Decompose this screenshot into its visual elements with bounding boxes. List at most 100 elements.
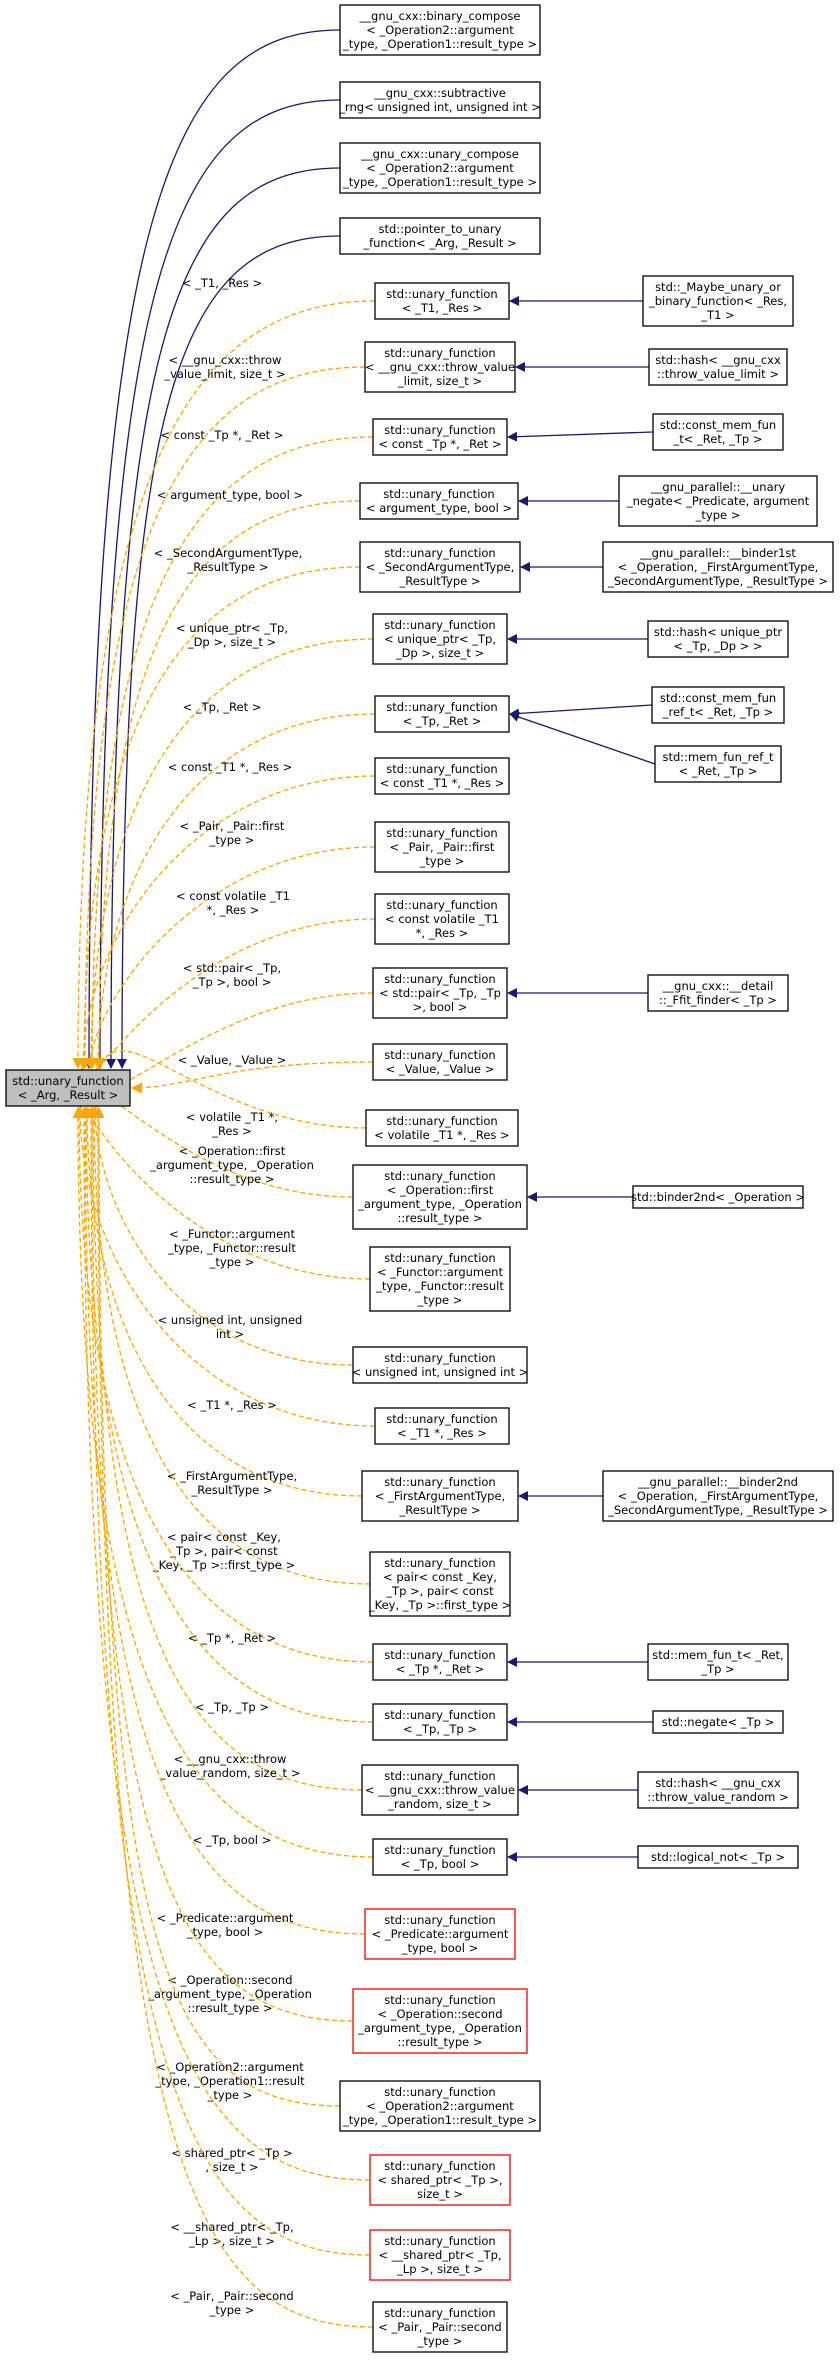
node-box [602, 541, 834, 593]
instantiation-node-24[interactable]: std::unary_function< _Operation::second_… [352, 1988, 528, 2054]
instantiation-node-13[interactable]: std::unary_function< _Operation::first_a… [352, 1164, 528, 1230]
derived-node-top-2[interactable]: __gnu_cxx::unary_compose< _Operation2::a… [339, 142, 541, 194]
edge-label-line: < _SecondArgumentType, [154, 546, 303, 560]
derived-node-top-3[interactable]: std::pointer_to_unary_function< _Arg, _R… [339, 217, 541, 255]
derived-node-14[interactable]: std::logical_not< _Tp > [637, 1845, 799, 1869]
node-text-line: std::logical_not< _Tp > [651, 1850, 785, 1864]
node-text-line: < _Tp *, _Ret > [396, 1662, 484, 1676]
node-text-line: size_t > [417, 2187, 463, 2201]
node-text-line: < pair< const _Key, [383, 1570, 497, 1584]
template-edge [82, 1106, 371, 1280]
instantiation-node-5[interactable]: std::unary_function< unique_ptr< _Tp,_Dp… [372, 613, 508, 665]
node-box [365, 1109, 519, 1147]
edge-label-line: _value_random, size_t > [159, 1766, 301, 1780]
edge-label-line: *, _Res > [207, 903, 260, 917]
instantiation-node-26[interactable]: std::unary_function< shared_ptr< _Tp >,s… [369, 2154, 511, 2206]
node-text-line: _ResultType > [399, 1503, 481, 1517]
edge-label-line: _value_limit, size_t > [163, 367, 285, 381]
edge-label: < _Operation2::argument_type, _Operation… [154, 2060, 305, 2102]
derived-node-1[interactable]: std::hash< __gnu_cxx::throw_value_limit … [648, 348, 788, 386]
edge-label-line: _ResultType > [187, 560, 269, 574]
derived-node-11[interactable]: std::mem_fun_t< _Ret,_Tp > [647, 1643, 789, 1681]
inheritance-edge [509, 704, 653, 719]
instantiation-node-7[interactable]: std::unary_function< const _T1 *, _Res > [374, 757, 510, 795]
derived-node-13[interactable]: std::hash< __gnu_cxx::throw_value_random… [637, 1771, 799, 1809]
node-text-line: _t< _Ret, _Tp > [672, 432, 762, 446]
derived-node-5[interactable]: std::hash< unique_ptr< _Tp, _Dp > > [647, 620, 789, 658]
node-box [339, 2080, 541, 2132]
edge-label-line: _argument_type, _Operation [149, 1158, 314, 1172]
instantiation-node-16[interactable]: std::unary_function< _T1 *, _Res > [374, 1407, 510, 1445]
node-box [374, 893, 510, 945]
instantiation-node-11[interactable]: std::unary_function< _Value, _Value > [372, 1043, 508, 1081]
node-text-line: < _Operation, _FirstArgumentType, [618, 1489, 819, 1503]
instantiation-node-17[interactable]: std::unary_function< _FirstArgumentType,… [361, 1470, 519, 1522]
derived-node-2[interactable]: std::const_mem_fun_t< _Ret, _Tp > [652, 413, 784, 451]
derived-node-7[interactable]: std::mem_fun_ref_t< _Ret, _Tp > [654, 745, 782, 783]
node-text-line: < __gnu_cxx::throw_value [365, 360, 515, 374]
instantiation-node-23[interactable]: std::unary_function< _Predicate::argumen… [364, 1908, 516, 1960]
edge-label-line: _type > [207, 2088, 253, 2102]
instantiation-node-27[interactable]: std::unary_function< __shared_ptr< _Tp,_… [369, 2229, 511, 2281]
edge-label: < const volatile _T1*, _Res > [176, 889, 290, 917]
instantiation-node-19[interactable]: std::unary_function< _Tp *, _Ret > [372, 1643, 508, 1681]
edge-label-line: < std::pair< _Tp, [183, 961, 281, 975]
edge-label-line: < _Pair, _Pair::first [180, 819, 285, 833]
derived-node-10[interactable]: __gnu_parallel::__binder2nd< _Operation,… [602, 1470, 834, 1522]
derived-node-8[interactable]: __gnu_cxx::__detail::_Ffit_finder< _Tp > [647, 974, 789, 1012]
node-text-line: ::result_type > [397, 1211, 482, 1225]
instantiation-node-15[interactable]: std::unary_function< unsigned int, unsig… [352, 1346, 529, 1384]
node-text-line: std::pointer_to_unary [379, 222, 502, 236]
instantiation-node-3[interactable]: std::unary_function< argument_type, bool… [359, 482, 519, 520]
node-text-line: std::const_mem_fun [660, 691, 776, 705]
node-text-line: _binary_function< _Res, [648, 294, 787, 308]
instantiation-node-0[interactable]: std::unary_function< _T1, _Res > [374, 282, 510, 320]
template-edge [75, 1089, 354, 1198]
instantiation-node-18[interactable]: std::unary_function< pair< const _Key,_T… [368, 1551, 511, 1617]
node-box [372, 1838, 508, 1876]
node-text-line: _ref_t< _Ret, _Tp > [662, 705, 773, 719]
derived-node-4[interactable]: __gnu_parallel::__binder1st< _Operation,… [602, 541, 834, 593]
instantiation-node-12[interactable]: std::unary_function< volatile _T1 *, _Re… [365, 1109, 519, 1147]
instantiation-node-21[interactable]: std::unary_function< __gnu_cxx::throw_va… [361, 1764, 519, 1816]
derived-node-top-0[interactable]: __gnu_cxx::binary_compose< _Operation2::… [339, 4, 541, 56]
instantiation-node-1[interactable]: std::unary_function< __gnu_cxx::throw_va… [364, 341, 516, 393]
instantiation-node-28[interactable]: std::unary_function< _Pair, _Pair::secon… [372, 2301, 508, 2353]
node-text-line: std::unary_function [384, 1251, 495, 1265]
derived-node-6[interactable]: std::const_mem_fun_ref_t< _Ret, _Tp > [651, 686, 785, 724]
edge-label-line: < const _T1 *, _Res > [168, 760, 292, 774]
instantiation-node-25[interactable]: std::unary_function< _Operation2::argume… [339, 2080, 541, 2132]
derived-node-top-1[interactable]: __gnu_cxx::subtractive_rng< unsigned int… [338, 81, 541, 119]
node-text-line: std::unary_function [12, 1074, 123, 1088]
instantiation-node-2[interactable]: std::unary_function< const _Tp *, _Ret > [372, 418, 508, 456]
instantiation-node-10[interactable]: std::unary_function< std::pair< _Tp, _Tp… [372, 967, 508, 1019]
node-text-line: std::unary_function [386, 826, 497, 840]
edge-label-line: < _Tp, _Ret > [183, 700, 262, 714]
node-text-line: _rng< unsigned int, unsigned int > [338, 100, 541, 114]
edge-label: < _Functor::argument_type, _Functor::res… [167, 1227, 296, 1269]
instantiation-node-14[interactable]: std::unary_function< _Functor::argument_… [369, 1246, 511, 1312]
instantiation-node-8[interactable]: std::unary_function< _Pair, _Pair::first… [374, 821, 510, 873]
instantiation-node-22[interactable]: std::unary_function< _Tp, bool > [372, 1838, 508, 1876]
derived-node-0[interactable]: std::_Maybe_unary_or_binary_function< _R… [642, 275, 794, 327]
node-text-line: std::unary_function [386, 287, 497, 301]
instantiation-node-9[interactable]: std::unary_function< const volatile _T1*… [374, 893, 510, 945]
template-edge [86, 436, 374, 1070]
instantiation-node-6[interactable]: std::unary_function< _Tp, _Ret > [374, 695, 510, 733]
node-text-line: < _Pair, _Pair::first [390, 840, 495, 854]
template-edge [77, 775, 376, 1070]
node-text-line: < _Tp, _Dp > > [673, 639, 762, 653]
derived-node-12[interactable]: std::negate< _Tp > [652, 1710, 784, 1734]
instantiation-node-4[interactable]: std::unary_function< _SecondArgumentType… [359, 541, 521, 593]
edge-label: < _SecondArgumentType,_ResultType > [154, 546, 303, 574]
instantiation-node-20[interactable]: std::unary_function< _Tp, _Tp > [372, 1703, 508, 1741]
root-node-unary-function[interactable]: std::unary_function< _Arg, _Result > [5, 1069, 131, 1107]
node-text-line: __gnu_cxx::unary_compose [360, 147, 519, 161]
node-text-line: std::unary_function [384, 2085, 495, 2099]
node-text-line: < _Functor::argument [377, 1265, 503, 1279]
node-text-line: < __shared_ptr< _Tp, [378, 2248, 501, 2262]
node-text-line: _type > [417, 1293, 463, 1307]
node-box [359, 541, 521, 593]
derived-node-9[interactable]: std::binder2nd< _Operation > [631, 1185, 805, 1209]
derived-node-3[interactable]: __gnu_parallel::__unary_negate< _Predica… [618, 475, 818, 527]
